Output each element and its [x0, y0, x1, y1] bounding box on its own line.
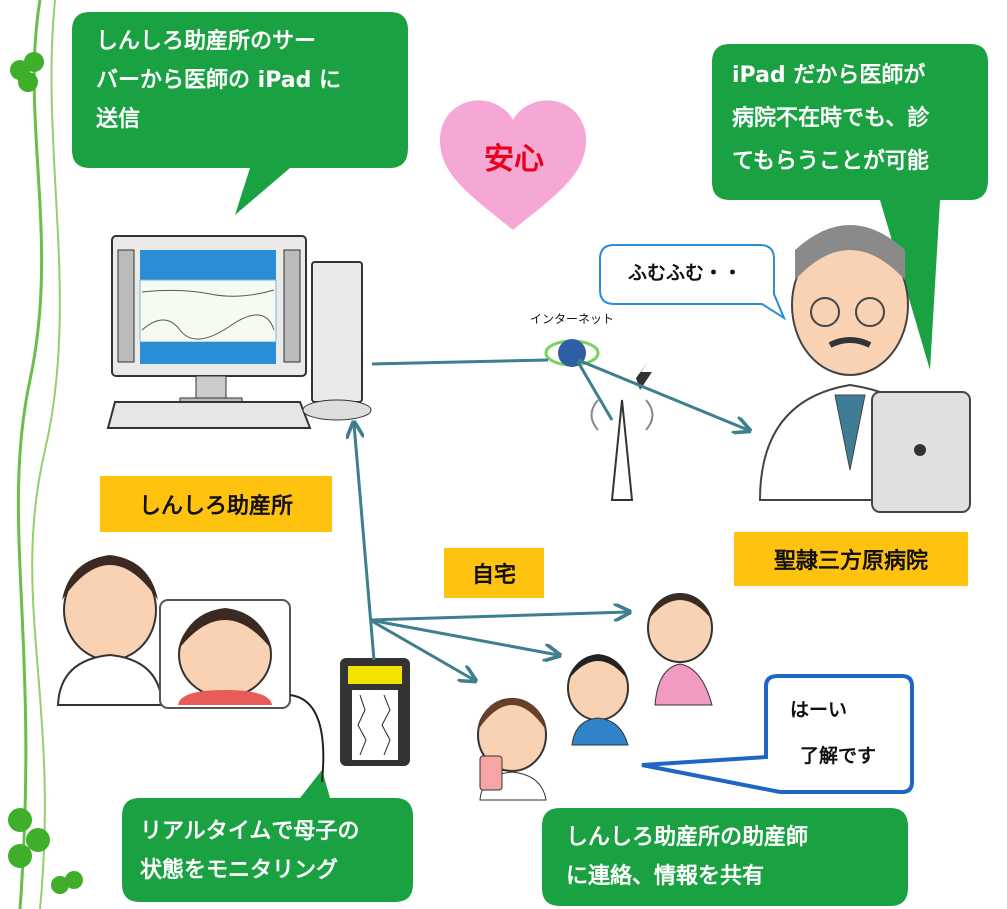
arrow-to-family-middle: [369, 618, 558, 655]
bubble-server-shape: [72, 12, 408, 215]
home-label: 自宅: [444, 548, 544, 598]
speech-doctor-shape: [599, 244, 787, 321]
bubble-share-shape: [542, 808, 908, 906]
arrow-to-family-bottom: [369, 618, 474, 680]
doctor-illustration: [758, 225, 972, 513]
heart-text: 安心: [484, 142, 544, 177]
line-internet-to-tower: [576, 361, 614, 421]
speech-doctor-text: ふむふむ・・: [628, 262, 743, 284]
bubble-ipad-text: iPad だから医師が 病院不在時でも、診 てもらうことが可能: [732, 63, 930, 174]
mother-illustration: [159, 599, 291, 709]
speech-family-line1: はーい: [790, 699, 848, 721]
line-computer-to-internet: [371, 358, 549, 366]
bubble-realtime-shape: [122, 770, 413, 902]
bubble-ipad-shape: [712, 44, 988, 370]
arrow-to-family-top: [369, 612, 628, 622]
tower-illustration: [590, 362, 654, 501]
computer-illustration: [106, 235, 372, 429]
speech-family-shape: [641, 674, 914, 794]
bubble-server-text: しんしろ助産所のサー バーから医師の iPad に 送信: [96, 29, 341, 132]
monitor-device-illustration: [289, 658, 410, 783]
connection-arrows: [354, 358, 748, 680]
heart-shape: [440, 100, 586, 230]
arrow-device-to-computer: [354, 424, 376, 661]
arrow-internet-to-doctor: [577, 358, 748, 430]
bubble-share-text: しんしろ助産所の助産師 に連絡、情報を共有: [566, 825, 809, 889]
hospital-label: 聖隷三方原病院: [734, 532, 968, 586]
midwife-illustration: [56, 555, 164, 706]
internet-label: インターネット: [530, 312, 615, 326]
family-illustration: [477, 593, 713, 801]
vine-decoration: [8, 0, 83, 909]
bubble-realtime-text: リアルタイムで母子の 状態をモニタリング: [140, 819, 360, 883]
speech-family-line2: 了解です: [800, 745, 877, 767]
clinic-label: しんしろ助産所: [100, 476, 332, 532]
globe-icon: [544, 339, 600, 367]
